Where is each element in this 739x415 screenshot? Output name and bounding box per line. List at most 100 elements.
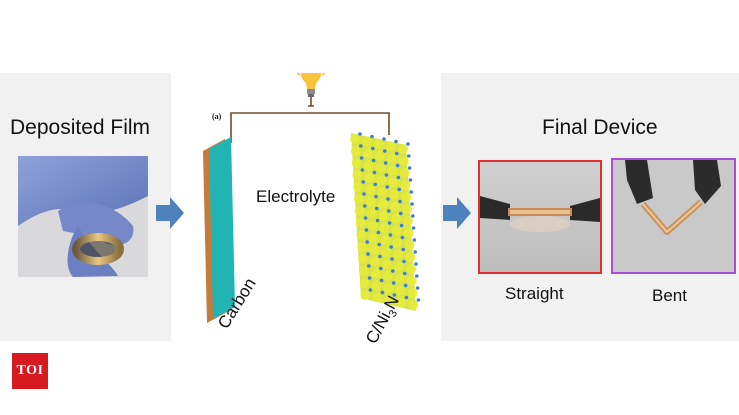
lattice-node [368, 288, 373, 292]
lattice-node [366, 252, 370, 256]
lattice-atom [393, 249, 404, 260]
lattice-atom [369, 244, 380, 255]
lattice-atom [390, 201, 400, 212]
lattice-atom [379, 223, 390, 233]
arrow-right-icon [443, 197, 471, 229]
arrow-right-icon [156, 197, 184, 229]
lattice-node [414, 262, 418, 266]
lattice-node [376, 230, 381, 235]
lattice-node [399, 211, 403, 216]
lattice-atom [358, 254, 368, 264]
straight-caption: Straight [505, 284, 564, 303]
lattice-node [359, 156, 364, 160]
straight-device-photo [478, 160, 602, 274]
lattice-atom [384, 295, 395, 305]
lattice-node [367, 276, 372, 280]
lattice-node [379, 266, 383, 271]
lattice-atom [350, 134, 360, 144]
lattice-atom [378, 199, 388, 209]
lattice-node [371, 146, 375, 151]
electrolyte-label: Electrolyte [256, 187, 336, 207]
lattice-node [395, 151, 399, 156]
lattice-node [358, 132, 362, 136]
lattice-node [395, 163, 400, 168]
lattice-atom [386, 141, 396, 152]
lattice-atom [350, 146, 361, 156]
lattice-atom [390, 213, 401, 224]
lattice-atom [382, 271, 393, 281]
panel-tag: (a) [212, 112, 222, 121]
lattice-atom [386, 153, 397, 164]
lattice-node [389, 245, 393, 249]
lattice-atom [354, 194, 364, 204]
lattice-node [402, 259, 406, 264]
lattice-atom [381, 247, 392, 257]
lattice-node [379, 278, 384, 283]
lattice-atom [398, 156, 409, 166]
lattice-atom [406, 264, 416, 274]
cathode-lattice [350, 132, 421, 311]
lattice-atom [352, 170, 363, 180]
lattice-atom [394, 261, 404, 272]
lattice-node [391, 281, 396, 285]
lattice-atom [371, 280, 382, 291]
deposited-film-title: Deposited Film [10, 116, 151, 139]
lattice-node [386, 197, 390, 201]
lattice-node [374, 194, 378, 199]
light-bulb-icon [296, 73, 326, 107]
lattice-node [380, 290, 385, 295]
lattice-node [365, 240, 369, 244]
lattice-node [363, 216, 368, 220]
lattice-atom [374, 151, 385, 161]
lattice-node [411, 214, 415, 218]
lattice-atom [357, 242, 368, 252]
deposited-film-photo [18, 156, 148, 277]
lattice-node [412, 238, 417, 242]
lattice-atom [406, 276, 417, 286]
lattice-atom [366, 208, 377, 219]
lattice-atom [378, 211, 389, 221]
lattice-atom [354, 206, 365, 216]
lattice-atom [401, 192, 412, 202]
lattice-atom [407, 288, 418, 298]
lattice-atom [387, 165, 398, 176]
lattice-node [416, 298, 421, 302]
lattice-node [382, 137, 386, 141]
lattice-node [375, 206, 379, 211]
lattice-node [385, 185, 389, 189]
lattice-node [398, 199, 402, 204]
lattice-node [363, 204, 367, 208]
final-device-title: Final Device [542, 116, 658, 139]
lattice-node [383, 149, 387, 153]
lattice-node [391, 269, 395, 273]
bent-caption: Bent [652, 286, 687, 305]
lattice-atom [367, 220, 378, 231]
lattice-atom [389, 189, 400, 200]
lattice-atom [363, 160, 374, 171]
lattice-node [387, 221, 392, 225]
lattice-node [401, 247, 405, 252]
lattice-atom [364, 172, 375, 183]
lattice-atom [374, 139, 384, 149]
lattice-node [384, 173, 389, 177]
lattice-atom [398, 144, 408, 154]
lattice-node [392, 293, 397, 297]
lattice-atom [353, 182, 364, 192]
lattice-node [388, 233, 393, 237]
lattice-node [367, 264, 371, 268]
lattice-node [407, 154, 411, 158]
lattice-atom [362, 148, 373, 159]
lattice-node [394, 139, 398, 144]
lattice-node [375, 218, 380, 223]
lattice-node [410, 202, 414, 206]
lattice-node [413, 250, 417, 254]
lattice-atom [402, 216, 413, 226]
lattice-atom [388, 177, 399, 188]
lattice-atom [404, 240, 415, 250]
lattice-node [359, 144, 363, 148]
lattice-node [371, 158, 376, 163]
lattice-node [397, 187, 401, 192]
lattice-node [411, 226, 416, 230]
lattice-node [408, 178, 413, 182]
lattice-node [403, 271, 407, 276]
